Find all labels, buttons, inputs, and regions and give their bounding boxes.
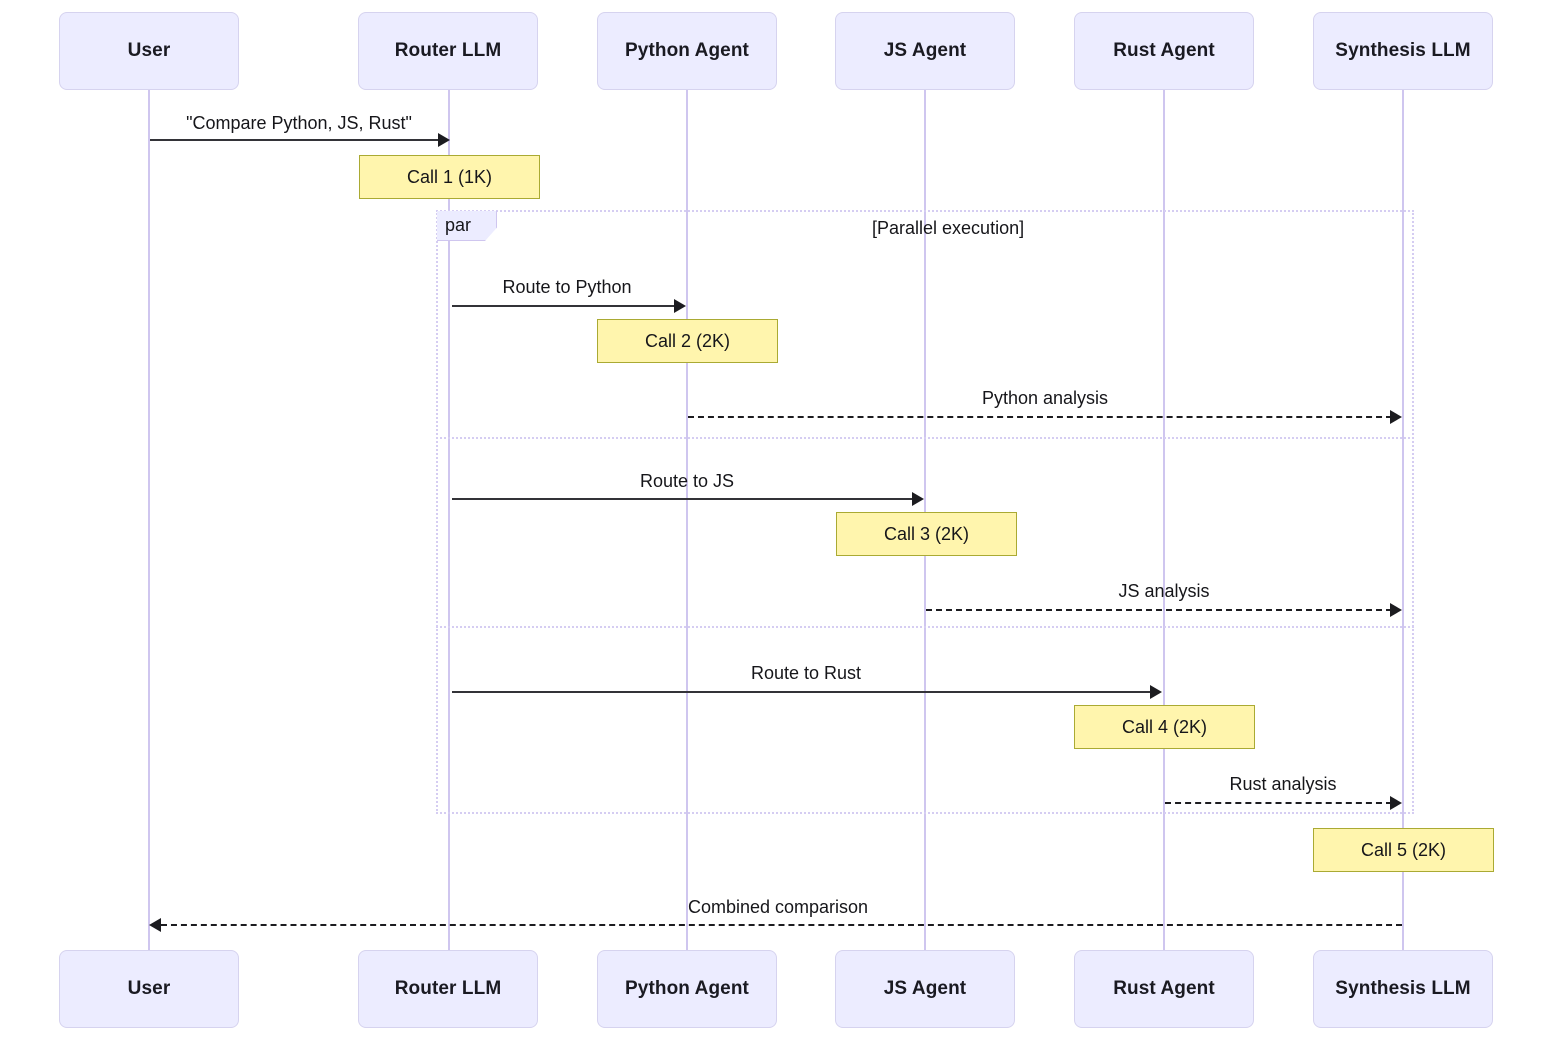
message-line-route-to-python — [452, 305, 676, 307]
actor-box-js-top[interactable]: JS Agent — [835, 12, 1015, 90]
message-label-js-analysis: JS analysis — [1118, 581, 1210, 601]
message-label-rust-analysis: Rust analysis — [1229, 774, 1337, 794]
actor-label-js-top: JS Agent — [883, 40, 967, 61]
actor-box-js-bottom[interactable]: JS Agent — [835, 950, 1015, 1028]
actor-label-router-bottom: Router LLM — [394, 978, 502, 999]
actor-label-user-top: User — [127, 40, 171, 61]
message-line-js-analysis — [926, 609, 1392, 611]
message-arrowhead-combined-comparison — [149, 918, 161, 932]
message-line-route-to-rust — [452, 691, 1152, 693]
note-call-5: Call 5 (2K) — [1313, 828, 1494, 872]
lifeline-user — [148, 90, 150, 950]
par-fragment-tab: par — [437, 211, 497, 241]
actor-label-synthesis-bottom: Synthesis LLM — [1335, 978, 1471, 999]
par-fragment-title: [Parallel execution] — [872, 218, 1025, 238]
actor-label-js-bottom: JS Agent — [883, 978, 967, 999]
message-arrowhead-route-to-python — [674, 299, 686, 313]
actor-box-rust-bottom[interactable]: Rust Agent — [1074, 950, 1254, 1028]
message-label-route-to-rust: Route to Rust — [750, 663, 862, 683]
message-line-rust-analysis — [1165, 802, 1392, 804]
note-call-1: Call 1 (1K) — [359, 155, 540, 199]
message-arrowhead-js-analysis — [1390, 603, 1402, 617]
note-call-4: Call 4 (2K) — [1074, 705, 1255, 749]
actor-label-rust-bottom: Rust Agent — [1113, 978, 1215, 999]
par-fragment-divider-2 — [436, 626, 1414, 628]
actor-box-synthesis-top[interactable]: Synthesis LLM — [1313, 12, 1493, 90]
actor-box-user-top[interactable]: User — [59, 12, 239, 90]
actor-label-router-top: Router LLM — [394, 40, 502, 61]
actor-box-rust-top[interactable]: Rust Agent — [1074, 12, 1254, 90]
note-label-call-5: Call 5 (2K) — [1360, 839, 1447, 860]
actor-label-python-bottom: Python Agent — [625, 978, 749, 999]
actor-label-user-bottom: User — [127, 978, 171, 999]
actor-box-router-bottom[interactable]: Router LLM — [358, 950, 538, 1028]
actor-label-synthesis-top: Synthesis LLM — [1335, 40, 1471, 61]
message-arrowhead-route-to-js — [912, 492, 924, 506]
par-fragment-frame — [436, 210, 1414, 814]
actor-box-synthesis-bottom[interactable]: Synthesis LLM — [1313, 950, 1493, 1028]
message-line-python-analysis — [688, 416, 1392, 418]
note-label-call-1: Call 1 (1K) — [406, 166, 493, 187]
message-label-route-to-js: Route to JS — [639, 471, 735, 491]
note-label-call-3: Call 3 (2K) — [883, 523, 970, 544]
message-label-combined-comparison: Combined comparison — [687, 897, 869, 917]
note-label-call-2: Call 2 (2K) — [644, 330, 731, 351]
message-label-python-analysis: Python analysis — [981, 388, 1109, 408]
message-arrowhead-rust-analysis — [1390, 796, 1402, 810]
message-arrowhead-compare-request — [438, 133, 450, 147]
actor-box-router-top[interactable]: Router LLM — [358, 12, 538, 90]
actor-box-user-bottom[interactable]: User — [59, 950, 239, 1028]
lifeline-synthesis — [1402, 90, 1404, 950]
par-fragment-divider-1 — [436, 437, 1414, 439]
message-line-combined-comparison — [161, 924, 1402, 926]
message-line-route-to-js — [452, 498, 914, 500]
note-label-call-4: Call 4 (2K) — [1121, 716, 1208, 737]
actor-box-python-top[interactable]: Python Agent — [597, 12, 777, 90]
lifeline-python — [686, 90, 688, 950]
lifeline-router — [448, 90, 450, 950]
actor-box-python-bottom[interactable]: Python Agent — [597, 950, 777, 1028]
message-arrowhead-python-analysis — [1390, 410, 1402, 424]
actor-label-python-top: Python Agent — [625, 40, 749, 61]
par-fragment-keyword: par — [445, 215, 472, 235]
message-label-route-to-python: Route to Python — [502, 277, 632, 297]
note-call-2: Call 2 (2K) — [597, 319, 778, 363]
note-call-3: Call 3 (2K) — [836, 512, 1017, 556]
actor-label-rust-top: Rust Agent — [1113, 40, 1215, 61]
message-line-compare-request — [150, 139, 440, 141]
message-arrowhead-route-to-rust — [1150, 685, 1162, 699]
lifeline-rust — [1163, 90, 1165, 950]
message-label-compare-request: "Compare Python, JS, Rust" — [186, 113, 412, 133]
